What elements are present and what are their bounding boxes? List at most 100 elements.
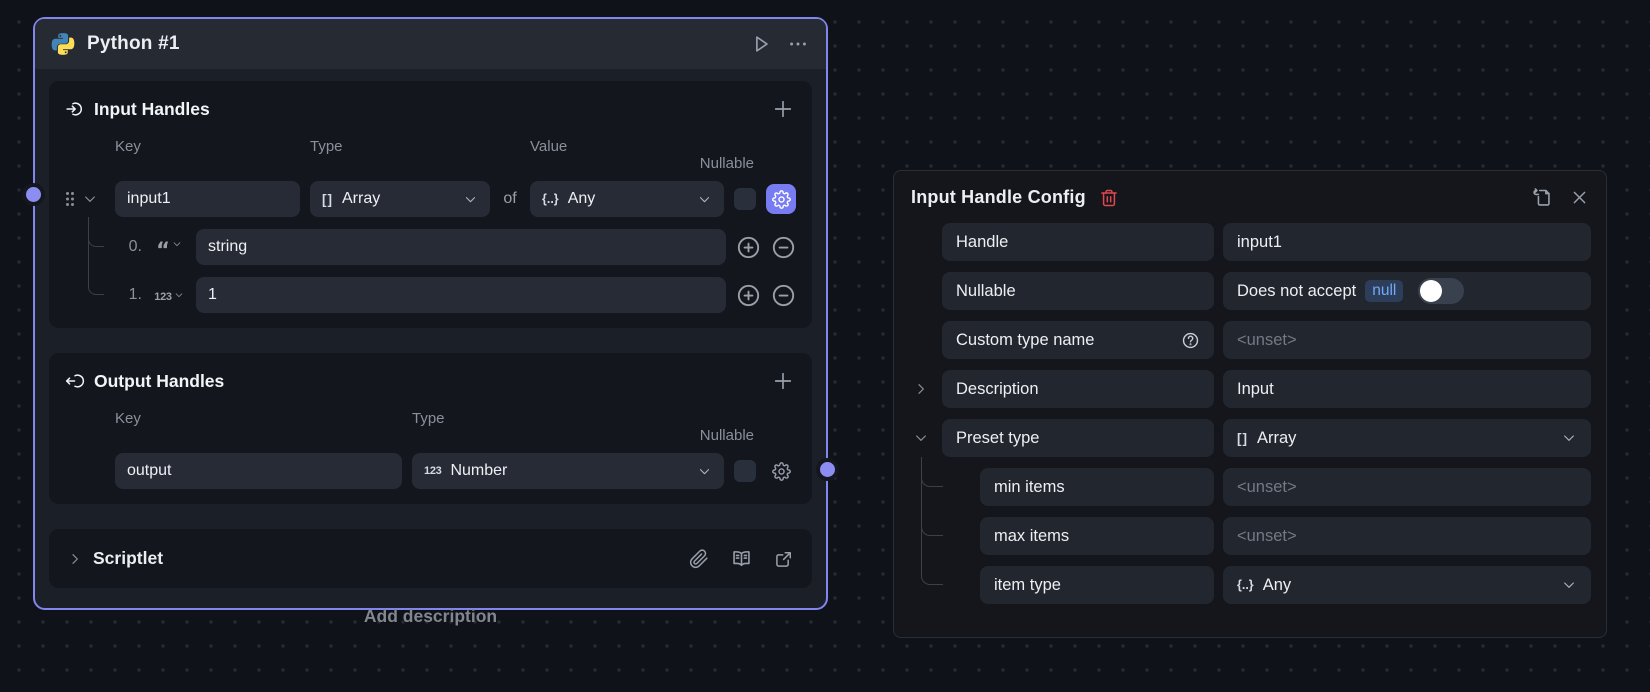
input-handles-title: Input Handles bbox=[94, 98, 210, 119]
array-item-value-field[interactable]: 1 bbox=[196, 277, 726, 313]
number-type-selector[interactable]: 123 bbox=[151, 288, 187, 303]
nullable-checkbox[interactable] bbox=[734, 188, 756, 210]
min-items-value-field[interactable]: <unset> bbox=[1223, 468, 1591, 506]
config-row-max-items: max items <unset> bbox=[909, 517, 1591, 555]
array-type-icon: [] bbox=[322, 191, 333, 207]
config-row-custom-type: Custom type name <unset> bbox=[909, 321, 1591, 359]
add-output-handle-button[interactable] bbox=[770, 368, 796, 394]
preset-type-label: Preset type bbox=[942, 419, 1214, 457]
of-label: of bbox=[503, 190, 517, 207]
output-columns-header: Key Type Nullable bbox=[65, 410, 796, 444]
scriptlet-title: Scriptlet bbox=[93, 548, 164, 568]
close-icon[interactable] bbox=[1570, 188, 1589, 207]
node-menu-button[interactable] bbox=[785, 31, 811, 57]
chevron-down-icon bbox=[697, 192, 712, 207]
output-handles-title: Output Handles bbox=[94, 370, 225, 391]
delete-handle-trash-icon[interactable] bbox=[1099, 188, 1119, 208]
input-handles-icon bbox=[65, 99, 85, 119]
nullable-label: Nullable bbox=[942, 272, 1214, 310]
preset-type-select[interactable]: [] Array bbox=[1223, 419, 1591, 457]
output-handles-icon bbox=[65, 371, 85, 391]
nullable-toggle[interactable] bbox=[1418, 278, 1465, 304]
python-node[interactable]: Python #1 Input Handles bbox=[22, 17, 839, 610]
item-type-label: item type bbox=[980, 566, 1214, 604]
custom-type-value-field[interactable]: <unset> bbox=[1223, 321, 1591, 359]
item-index: 0. bbox=[128, 238, 142, 255]
null-badge: null bbox=[1365, 280, 1404, 302]
remove-item-icon[interactable] bbox=[770, 282, 796, 308]
min-items-label: min items bbox=[980, 468, 1214, 506]
input-port[interactable] bbox=[22, 183, 45, 206]
col-key: Key bbox=[115, 410, 141, 427]
any-type-icon: {..} bbox=[1237, 578, 1254, 592]
col-type: Type bbox=[310, 138, 343, 155]
max-items-value-field[interactable]: <unset> bbox=[1223, 517, 1591, 555]
add-item-icon[interactable] bbox=[735, 282, 761, 308]
add-description-button[interactable]: Add description bbox=[363, 606, 498, 626]
output-type-select[interactable]: 123 Number bbox=[412, 453, 724, 489]
number-type-icon: 123 bbox=[424, 465, 442, 477]
handle-value-field[interactable]: input1 bbox=[1223, 223, 1591, 261]
chevron-down-icon[interactable] bbox=[909, 430, 933, 446]
col-nullable: Nullable bbox=[699, 155, 754, 172]
config-row-nullable: Nullable Does not accept null bbox=[909, 272, 1591, 310]
node-title: Python #1 bbox=[87, 33, 180, 54]
config-row-preset-type: Preset type [] Array bbox=[909, 419, 1591, 457]
chevron-down-icon bbox=[1561, 577, 1577, 593]
open-external-icon[interactable] bbox=[774, 549, 794, 569]
nullable-checkbox[interactable] bbox=[734, 460, 756, 482]
add-input-handle-button[interactable] bbox=[770, 96, 796, 122]
help-question-icon[interactable] bbox=[1181, 331, 1200, 350]
any-type-icon: {..} bbox=[542, 192, 559, 206]
input-key-field[interactable]: input1 bbox=[115, 181, 300, 217]
duplicate-config-icon[interactable] bbox=[1531, 187, 1552, 208]
output-handle-config-gear-icon[interactable] bbox=[766, 456, 796, 486]
attach-file-icon[interactable] bbox=[689, 548, 709, 569]
description-label: Description bbox=[942, 370, 1214, 408]
scriptlet-section: Scriptlet bbox=[49, 529, 812, 588]
input-columns-header: Key Type Value Nullable bbox=[65, 138, 796, 172]
drag-handle-icon[interactable] bbox=[65, 191, 75, 207]
chevron-right-icon[interactable] bbox=[909, 381, 933, 397]
nullable-value-field: Does not accept null bbox=[1223, 272, 1591, 310]
array-item-value-field[interactable]: string bbox=[196, 229, 726, 265]
item-type-select[interactable]: {..} Any bbox=[1223, 566, 1591, 604]
array-type-icon: [] bbox=[1237, 430, 1248, 446]
string-type-icon: “ bbox=[156, 238, 170, 262]
chevron-right-icon[interactable] bbox=[67, 551, 83, 567]
output-key-field[interactable]: output bbox=[115, 453, 402, 489]
description-value-field[interactable]: Input bbox=[1223, 370, 1591, 408]
string-type-selector[interactable]: “ bbox=[151, 237, 187, 262]
array-item-row: 0. “ string bbox=[65, 229, 796, 265]
node-header[interactable]: Python #1 bbox=[35, 19, 826, 69]
output-handles-section: Output Handles Key Type Nullable output bbox=[49, 353, 812, 504]
custom-type-label: Custom type name bbox=[942, 321, 1214, 359]
input-handles-section: Input Handles Key Type Value Nullable bbox=[49, 81, 812, 328]
handle-label: Handle bbox=[942, 223, 1214, 261]
remove-item-icon[interactable] bbox=[770, 234, 796, 260]
input-item-type-select[interactable]: {..} Any bbox=[530, 181, 724, 217]
config-row-min-items: min items <unset> bbox=[909, 468, 1591, 506]
chevron-down-icon bbox=[697, 464, 712, 479]
config-row-item-type: item type {..} Any bbox=[909, 566, 1591, 604]
chevron-down-icon bbox=[1561, 430, 1577, 446]
output-handle-row: output 123 Number bbox=[65, 453, 796, 489]
collapse-row-chevron-down-icon[interactable] bbox=[82, 191, 98, 207]
config-row-description: Description Input bbox=[909, 370, 1591, 408]
col-type: Type bbox=[412, 410, 445, 427]
max-items-label: max items bbox=[980, 517, 1214, 555]
input-handle-row: input1 [] Array of {..} Any bbox=[65, 181, 796, 217]
input-handle-config-gear-icon[interactable] bbox=[766, 184, 796, 214]
item-index: 1. bbox=[128, 286, 142, 303]
run-node-button[interactable] bbox=[748, 31, 774, 57]
documentation-book-icon[interactable] bbox=[731, 548, 752, 569]
python-icon bbox=[50, 31, 76, 57]
config-row-handle: Handle input1 bbox=[909, 223, 1591, 261]
input-type-select[interactable]: [] Array bbox=[310, 181, 490, 217]
add-item-icon[interactable] bbox=[735, 234, 761, 260]
col-value: Value bbox=[530, 138, 568, 155]
col-key: Key bbox=[115, 138, 141, 155]
chevron-down-icon bbox=[463, 192, 478, 207]
output-port[interactable] bbox=[816, 458, 839, 481]
